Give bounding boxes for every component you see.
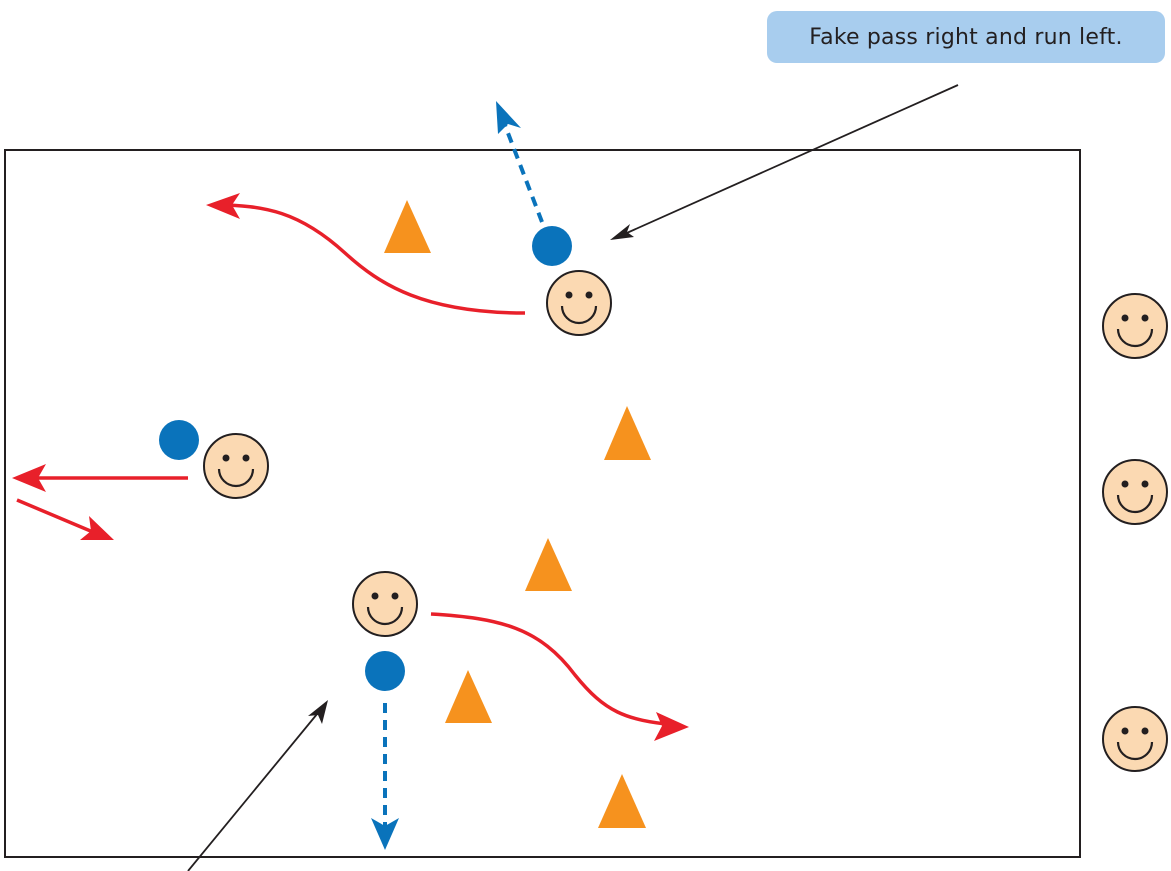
run-arrow-right-bottom: [430, 612, 676, 727]
field-boundary: [4, 149, 1081, 858]
cones: [384, 200, 651, 828]
smiley-face-icon: [1102, 459, 1168, 525]
players: [203, 270, 1168, 772]
run-arrow-down-right: [16, 498, 101, 537]
ball-icon: [159, 420, 199, 460]
smiley-face-icon: [1102, 293, 1168, 359]
arrowhead-icon: [308, 700, 328, 724]
callout-label: Fake pass right and run left.: [767, 11, 1165, 63]
cone-icon: [445, 670, 492, 723]
arrowhead-icon: [80, 516, 114, 540]
pass-arrow-up: [501, 119, 544, 223]
smiley-face-icon: [203, 433, 269, 499]
pointer-line-bottom: [187, 707, 323, 871]
arrowhead-icon: [12, 464, 46, 492]
smiley-face-icon: [546, 270, 612, 336]
cone-icon: [384, 200, 431, 253]
balls: [159, 226, 572, 691]
pass-paths: [371, 101, 544, 850]
arrowhead-icon: [496, 101, 521, 134]
smiley-face-icon: [1102, 706, 1168, 772]
cone-icon: [598, 774, 646, 828]
pointer-lines: [187, 84, 959, 871]
pointer-line-top: [619, 84, 959, 237]
smiley-face-icon: [352, 571, 418, 637]
arrowhead-icon: [206, 193, 240, 219]
arrowhead-icon: [610, 224, 634, 240]
arrowhead-icon: [371, 818, 399, 850]
arrowhead-icon: [654, 712, 689, 741]
cone-icon: [604, 406, 651, 460]
cone-icon: [525, 538, 572, 591]
ball-icon: [365, 651, 405, 691]
ball-icon: [532, 226, 572, 266]
run-paths: [12, 193, 689, 741]
run-arrow-left-top: [214, 203, 526, 315]
